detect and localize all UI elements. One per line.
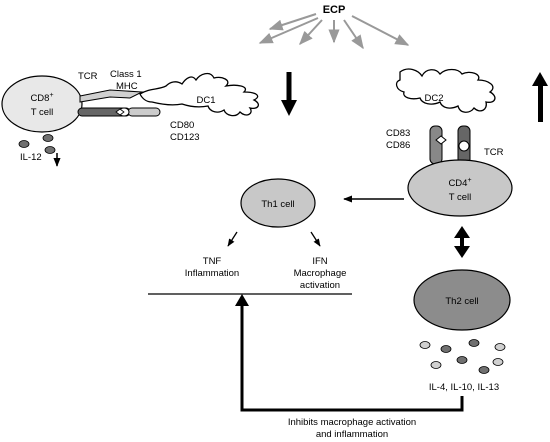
cd4-th2-double-arrow [454,226,470,258]
cd83-label: CD83 [386,128,410,139]
th1-tnf-arrow [227,231,238,247]
ecp-gray-arrows [258,13,410,50]
inflammation-label: Inflammation [185,268,239,279]
activation-label: activation [300,280,340,291]
th2-label: Th2 cell [445,296,478,307]
feedback-arrow [235,294,464,412]
class1-label: Class 1 [110,69,142,80]
cd8-t-cell-label: T cell [31,107,54,118]
tcr-left-label: TCR [78,71,98,82]
dc2-label: DC2 [424,93,443,104]
th1-cell [240,178,316,228]
dc2-cell [395,68,496,113]
th1-label: Th1 cell [261,199,294,210]
macrophage-label: Macrophage [294,268,347,279]
cytokines-label: IL-4, IL-10, IL-13 [429,382,499,393]
cd86-label: CD86 [386,140,410,151]
mhc-label: MHC [116,81,138,92]
th1-ifn-arrow [310,231,321,247]
tnf-label: TNF [203,256,222,267]
ifn-label: IFN [312,256,327,267]
costim-receptors [429,125,471,165]
il12-label: IL-12 [20,152,42,163]
ecp-title: ECP [323,4,346,16]
dc1-decrease-arrow [281,72,297,116]
il12-dots [18,134,56,154]
cd123-label: CD123 [170,132,200,143]
th2-cytokine-dots [419,339,506,374]
tcr-right-label: TCR [484,147,504,158]
inhibits-label-line2: and inflammation [316,429,388,440]
cd8-label: CD8+ [30,92,53,104]
dc1-label: DC1 [196,95,215,106]
cd4-label: CD4+ [448,177,471,189]
cd80-label: CD80 [170,120,194,131]
tcr-mhc-complex [77,89,161,117]
th2-cell [413,269,511,331]
cd8-t-cell [1,75,83,133]
inhibits-label-line1: Inhibits macrophage activation [288,417,416,428]
cd4-t-cell-label: T cell [449,192,472,203]
cd4-t-cell [407,159,513,217]
dc2-increase-arrow [532,72,548,122]
dc1-cell [139,72,259,117]
